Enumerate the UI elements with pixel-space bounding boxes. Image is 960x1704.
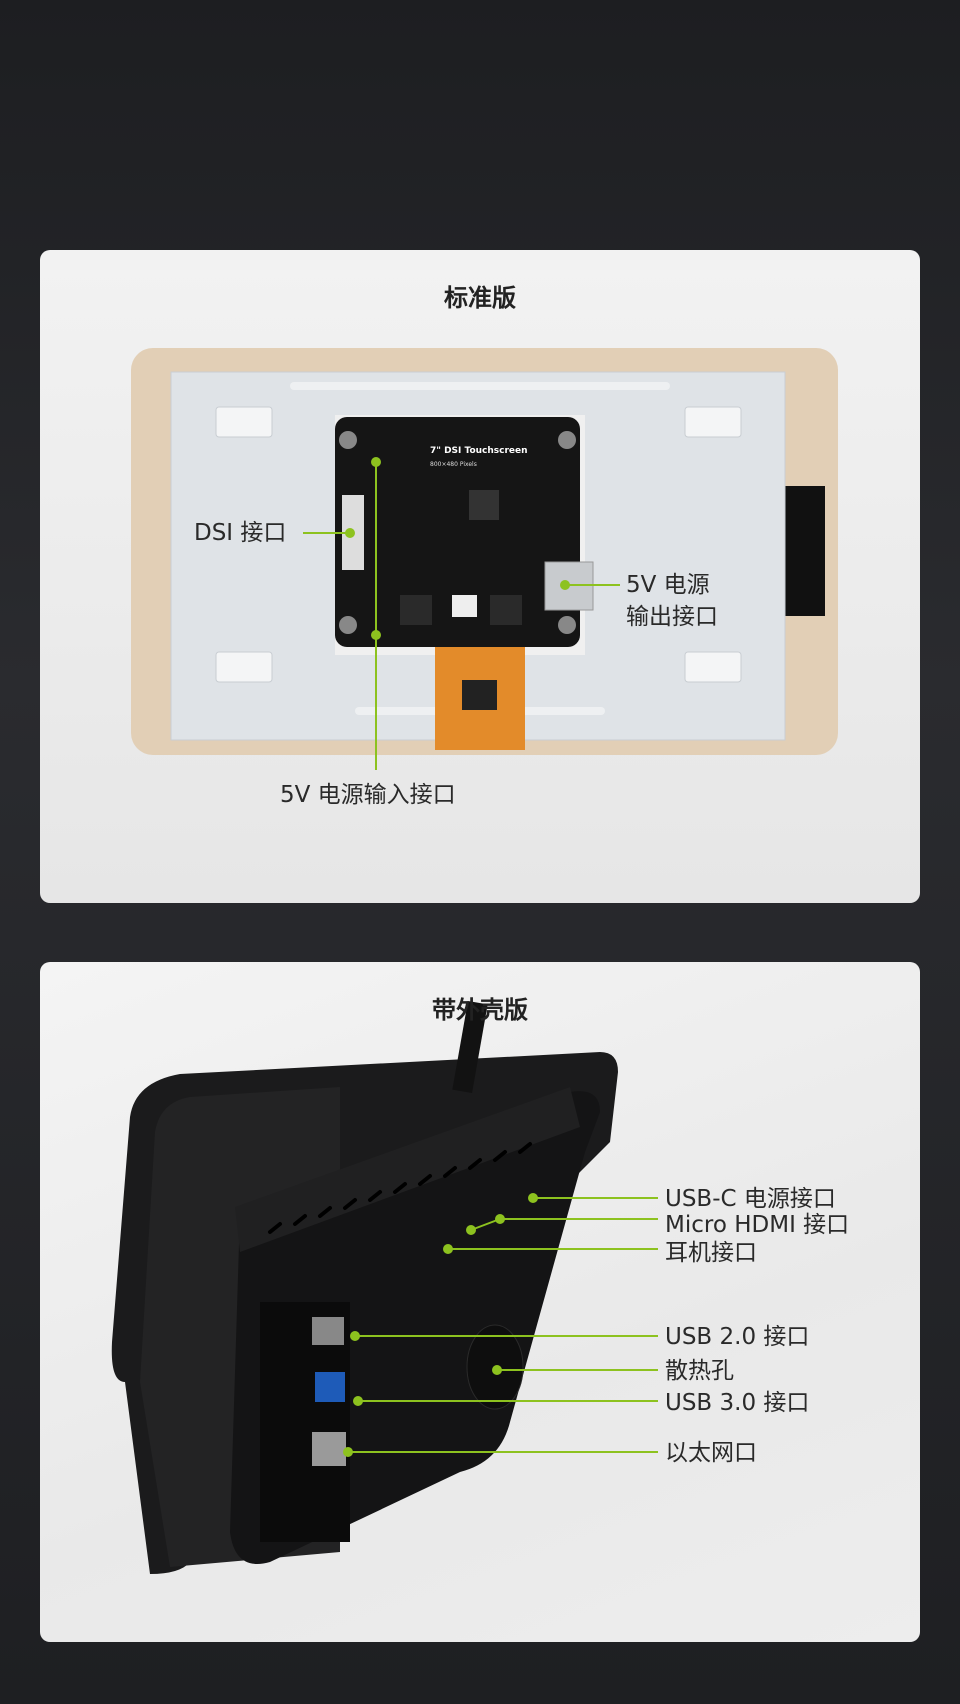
board-title: 7" DSI Touchscreen: [430, 446, 528, 456]
label-headphone: 耳机接口: [665, 1240, 757, 1266]
label-5v-input: 5V 电源输入接口: [280, 782, 456, 808]
label-5v-output-1: 5V 电源: [626, 572, 710, 598]
label-micro-hdmi: Micro HDMI 接口: [665, 1212, 850, 1238]
cased-display-image: [111, 1000, 658, 1574]
card-title: 标准版: [444, 284, 516, 312]
label-dsi-port: DSI 接口: [194, 520, 287, 546]
cased-version-card: 带外壳版 USB-C 电源接口 Micro HDMI 接口 耳机接口 USB 2…: [40, 962, 920, 1642]
standard-display-image: 7" DSI Touchscreen 800×480 Pixels: [131, 348, 838, 770]
label-usb2: USB 2.0 接口: [665, 1324, 810, 1350]
label-ethernet: 以太网口: [665, 1440, 757, 1466]
label-5v-output-2: 输出接口: [626, 604, 718, 630]
label-vent: 散热孔: [665, 1358, 734, 1384]
label-usb3: USB 3.0 接口: [665, 1390, 810, 1416]
board-subtitle: 800×480 Pixels: [430, 461, 477, 468]
label-usb-c-power: USB-C 电源接口: [665, 1186, 836, 1212]
standard-version-card: 标准版 7" DSI Touchscreen 800×480 Pixels DS…: [40, 250, 920, 903]
card-title: 带外壳版: [432, 996, 528, 1024]
